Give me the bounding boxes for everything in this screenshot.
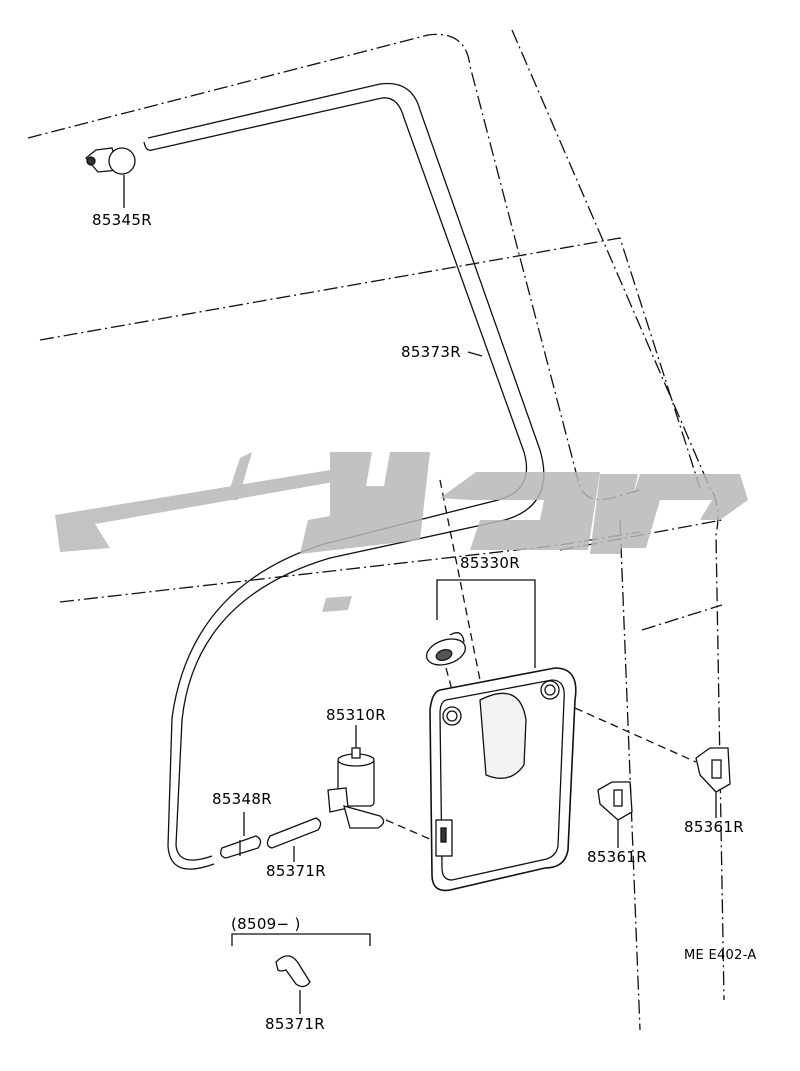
label-washer-motor: 85310R [326,706,386,724]
leader-bracket-b [574,707,697,763]
elbow-hose-part [275,955,311,1014]
label-jar-bracket-b: 85361R [684,818,744,836]
label-jar-bracket-a: 85361R [587,848,647,866]
leader-cap [445,667,453,691]
label-washer-nozzle: 85345R [92,211,152,229]
label-hose-short: 85371R [266,862,326,880]
label-hose-joint: 85348R [212,790,272,808]
reference-code: ME E402-A [684,948,757,963]
motor-part [327,725,385,829]
jar-part [429,667,577,892]
leader-hose [439,479,481,681]
joint-part [220,812,262,859]
bracket-b-part [695,747,731,818]
nozzle-part [85,147,136,208]
leader-motor [385,819,433,841]
body-outline-top [27,33,641,501]
bracket-a-part [597,781,633,848]
serial-bracket [231,933,371,946]
label-washer-hose: 85373R [401,343,461,361]
jar-label-bracket [436,579,536,668]
serial-note: (8509− ) [231,915,301,933]
short-hose-part [266,817,322,862]
label-washer-jar: 85330R [460,554,520,572]
watermark [55,452,748,612]
body-outline-inner [619,519,641,1031]
label-hose-elbow: 85371R [265,1015,325,1033]
washer-hose-inner [151,97,528,870]
jar-cap-part [425,632,467,666]
washer-hose-outer [147,82,545,861]
body-outline-bottom [39,237,701,489]
